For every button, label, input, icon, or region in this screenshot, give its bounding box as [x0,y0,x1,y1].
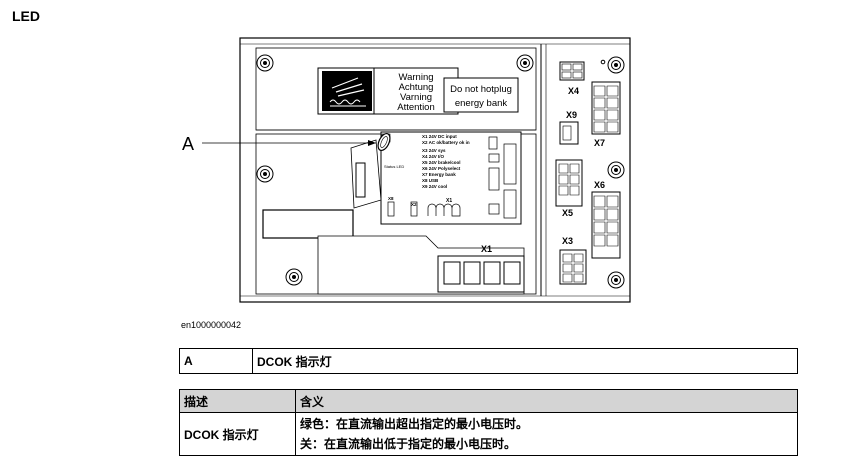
callout-reference-table: A DCOK 指示灯 [179,348,798,374]
connector-label: X6 [594,180,605,190]
power-supply-drawing: Warning Achtung Varning Attention Do not… [182,37,631,303]
callout-key: A [179,348,253,374]
board-line: X3 24V sys [422,148,446,153]
led-meaning-cell: 绿色：在直流输出超出指定的最小电压时。 关：在直流输出低于指定的最小电压时。 [295,412,798,456]
connector-label: X8 [388,196,394,201]
board-line: X8 USB [422,178,439,183]
board-line: X1 24V DC input [422,134,457,139]
meaning-line: 关：在直流输出低于指定的最小电压时。 [300,437,517,451]
connector-x5 [555,159,583,207]
table-row: A DCOK 指示灯 [179,348,798,374]
board-line: X7 Energy bank [422,172,456,177]
power-supply-figure: Warning Achtung Varning Attention Do not… [176,30,656,310]
board-line: X9 24V cool [422,184,447,189]
screw-icon [256,165,274,183]
connector-label: X3 [562,236,573,246]
connector-label: X9 [566,110,577,120]
board-line: X2 AC ok/battery ok in [422,140,470,145]
figure-id: en1000000042 [181,320,242,330]
meaning-line: 绿色：在直流输出超出指定的最小电压时。 [300,417,529,431]
status-led-label: Status LED [384,164,404,169]
status-led [377,132,391,152]
column-header: 含义 [295,389,798,413]
section-heading: LED [12,8,40,24]
warning-line: Attention [397,102,435,113]
connector-label: X4 [568,86,579,96]
connector-label: X7 [594,138,605,148]
table-row: DCOK 指示灯 绿色：在直流输出超出指定的最小电压时。 关：在直流输出低于指定… [179,412,798,456]
board-line: X5 24V brake/cool [422,160,461,165]
warning-line: Warning [398,72,433,83]
column-header: 描述 [179,389,296,413]
x1-connector-terminals [443,261,521,285]
screw-icon [607,271,625,289]
warning-line: Varning [400,92,432,103]
connector-x7 [591,81,621,135]
callout-value: DCOK 指示灯 [252,348,798,374]
screw-icon [607,56,625,74]
hotplug-line: Do not hotplug [450,84,512,95]
warning-line: Achtung [399,82,434,93]
connector-x3 [559,249,587,285]
table-header-row: 描述 含义 [179,389,798,413]
connector-label: X2 [411,202,417,207]
led-name-cell: DCOK 指示灯 [179,412,296,456]
screw-icon [516,54,534,72]
screw-icon [256,54,274,72]
callout-label: A [182,134,194,154]
hotplug-line: energy bank [455,98,508,109]
connector-label: X1 [481,244,492,254]
connector-label: X5 [562,208,573,218]
screw-icon [607,161,625,179]
hot-surface-warning-icon [329,77,366,107]
board-line: X4 24V I/O [422,154,445,159]
connector-x4 [559,61,585,81]
connector-label: X1 [446,198,452,204]
screw-icon [285,268,303,286]
connector-x6 [591,191,621,259]
led-description-table: 描述 含义 DCOK 指示灯 绿色：在直流输出超出指定的最小电压时。 关：在直流… [179,389,798,456]
connector-x9 [559,121,579,145]
board-line: X6 24V Polyselect [422,166,461,171]
